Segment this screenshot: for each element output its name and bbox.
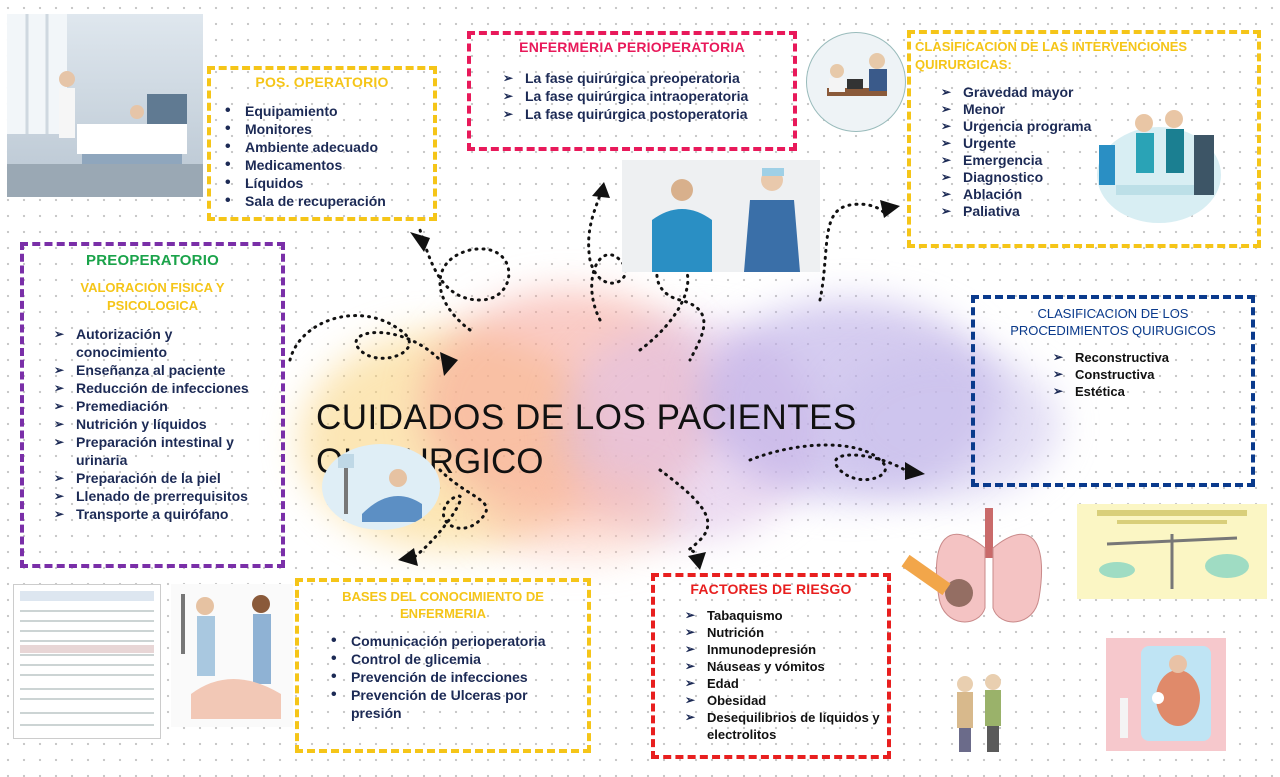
list-item: Medicamentos [211, 156, 433, 174]
postop-title: POS. OPERATORIO [255, 74, 389, 90]
list-item: Diagnostico [937, 169, 1257, 186]
list-item: Monitores [211, 120, 433, 138]
list-item: Obesidad [681, 692, 887, 709]
preop-box: PREOPERATORIO VALORACION FISICA Y PSICOL… [20, 242, 285, 568]
clasif-interv-box: CLASIFICACION DE LAS INTERVENCIONES QUIR… [907, 30, 1261, 248]
list-item: Nutrición [681, 624, 887, 641]
clasif-proc-list: Reconstructiva Constructiva Estética [975, 349, 1251, 400]
lungs-smoking-image [899, 498, 1079, 638]
list-item: Ablación [937, 186, 1257, 203]
list-item: Comunicación perioperatoria [317, 632, 587, 650]
list-item: Paliativa [937, 203, 1257, 220]
list-item: Autorización y conocimiento [50, 325, 226, 361]
list-item: Estética [1049, 383, 1251, 400]
list-item: Prevención de infecciones [317, 668, 587, 686]
bases-title: BASES DEL CONOCIMIENTO DE ENFERMERIA [342, 589, 544, 621]
list-item: Reconstructiva [1049, 349, 1251, 366]
list-item: Transporte a quirófano [50, 505, 281, 523]
center-title-line1: CUIDADOS DE LOS PACIENTES [316, 398, 857, 437]
hospital-room-image [7, 14, 203, 197]
preop-title: PREOPERATORIO [86, 252, 219, 269]
list-item: Urgente [937, 135, 1257, 152]
doctor-consult-image [806, 32, 906, 132]
riesgo-title: FACTORES DE RIESGO [690, 581, 852, 597]
list-item: La fase quirúrgica postoperatoria [499, 105, 793, 123]
list-item: Equipamiento [211, 102, 433, 120]
list-item: Premediación [50, 397, 281, 415]
list-item: Tabaquismo [681, 607, 887, 624]
obesity-image [1106, 638, 1226, 751]
electrolyte-balance-image [1077, 504, 1267, 599]
clasif-interv-title: CLASIFICACION DE LAS INTERVENCIONES QUIR… [915, 39, 1188, 72]
patient-iv-image [322, 444, 440, 530]
list-item: Emergencia [937, 152, 1257, 169]
list-item: Menor [937, 101, 1257, 118]
list-item: Nutrición y líquidos [50, 415, 281, 433]
list-item: Inmunodepresión [681, 641, 887, 658]
list-item: Preparación de la piel [50, 469, 281, 487]
list-item: Gravedad mayor [937, 84, 1257, 101]
list-item: Prevención de Ulceras por presión [317, 686, 551, 722]
periop-title: ENFERMERIA PERIOPERATORIA [519, 39, 745, 55]
list-item: Edad [681, 675, 887, 692]
list-item: La fase quirúrgica intraoperatoria [499, 87, 793, 105]
list-item: Constructiva [1049, 366, 1251, 383]
clasif-proc-box: CLASIFICACION DE LOS PROCEDIMIENTOS QUIR… [971, 295, 1255, 487]
list-item: Urgencia programa [937, 118, 1257, 135]
surgery-team-image [1094, 95, 1224, 223]
list-item: Ambiente adecuado [211, 138, 433, 156]
list-item: Reducción de infecciones [50, 379, 281, 397]
bases-list: Comunicación perioperatoria Control de g… [299, 632, 587, 722]
list-item: Llenado de prerrequisitos [50, 487, 281, 505]
nurses-bedside-image [171, 584, 293, 727]
postop-box: POS. OPERATORIO Equipamiento Monitores A… [207, 66, 437, 221]
list-item: Sala de recuperación [211, 192, 433, 210]
clasif-interv-list: Gravedad mayor Menor Urgencia programa U… [911, 84, 1257, 220]
periop-list: La fase quirúrgica preoperatoria La fase… [471, 69, 793, 123]
preop-list: Autorización y conocimiento Enseñanza al… [24, 325, 281, 523]
elderly-image [945, 670, 1015, 754]
nurse-patient-image [622, 160, 820, 272]
list-item: Líquidos [211, 174, 433, 192]
list-item: La fase quirúrgica preoperatoria [499, 69, 793, 87]
periop-box: ENFERMERIA PERIOPERATORIA La fase quirúr… [467, 31, 797, 151]
list-item: Náuseas y vómitos [681, 658, 887, 675]
list-item: Control de glicemia [317, 650, 587, 668]
riesgo-list: Tabaquismo Nutrición Inmunodepresión Náu… [655, 607, 887, 743]
list-item: Preparación intestinal y urinaria [50, 433, 251, 469]
riesgo-box: FACTORES DE RIESGO Tabaquismo Nutrición … [651, 573, 891, 759]
clasif-proc-title: CLASIFICACION DE LOS PROCEDIMIENTOS QUIR… [1010, 306, 1216, 338]
consent-form-image [13, 584, 161, 739]
preop-subtitle: VALORACION FISICA Y PSICOLOGICA [80, 280, 225, 313]
postop-list: Equipamiento Monitores Ambiente adecuado… [211, 102, 433, 210]
list-item: Desequilibrios de líquidos y electrolito… [681, 709, 887, 743]
list-item: Enseñanza al paciente [50, 361, 281, 379]
bases-box: BASES DEL CONOCIMIENTO DE ENFERMERIA Com… [295, 578, 591, 753]
